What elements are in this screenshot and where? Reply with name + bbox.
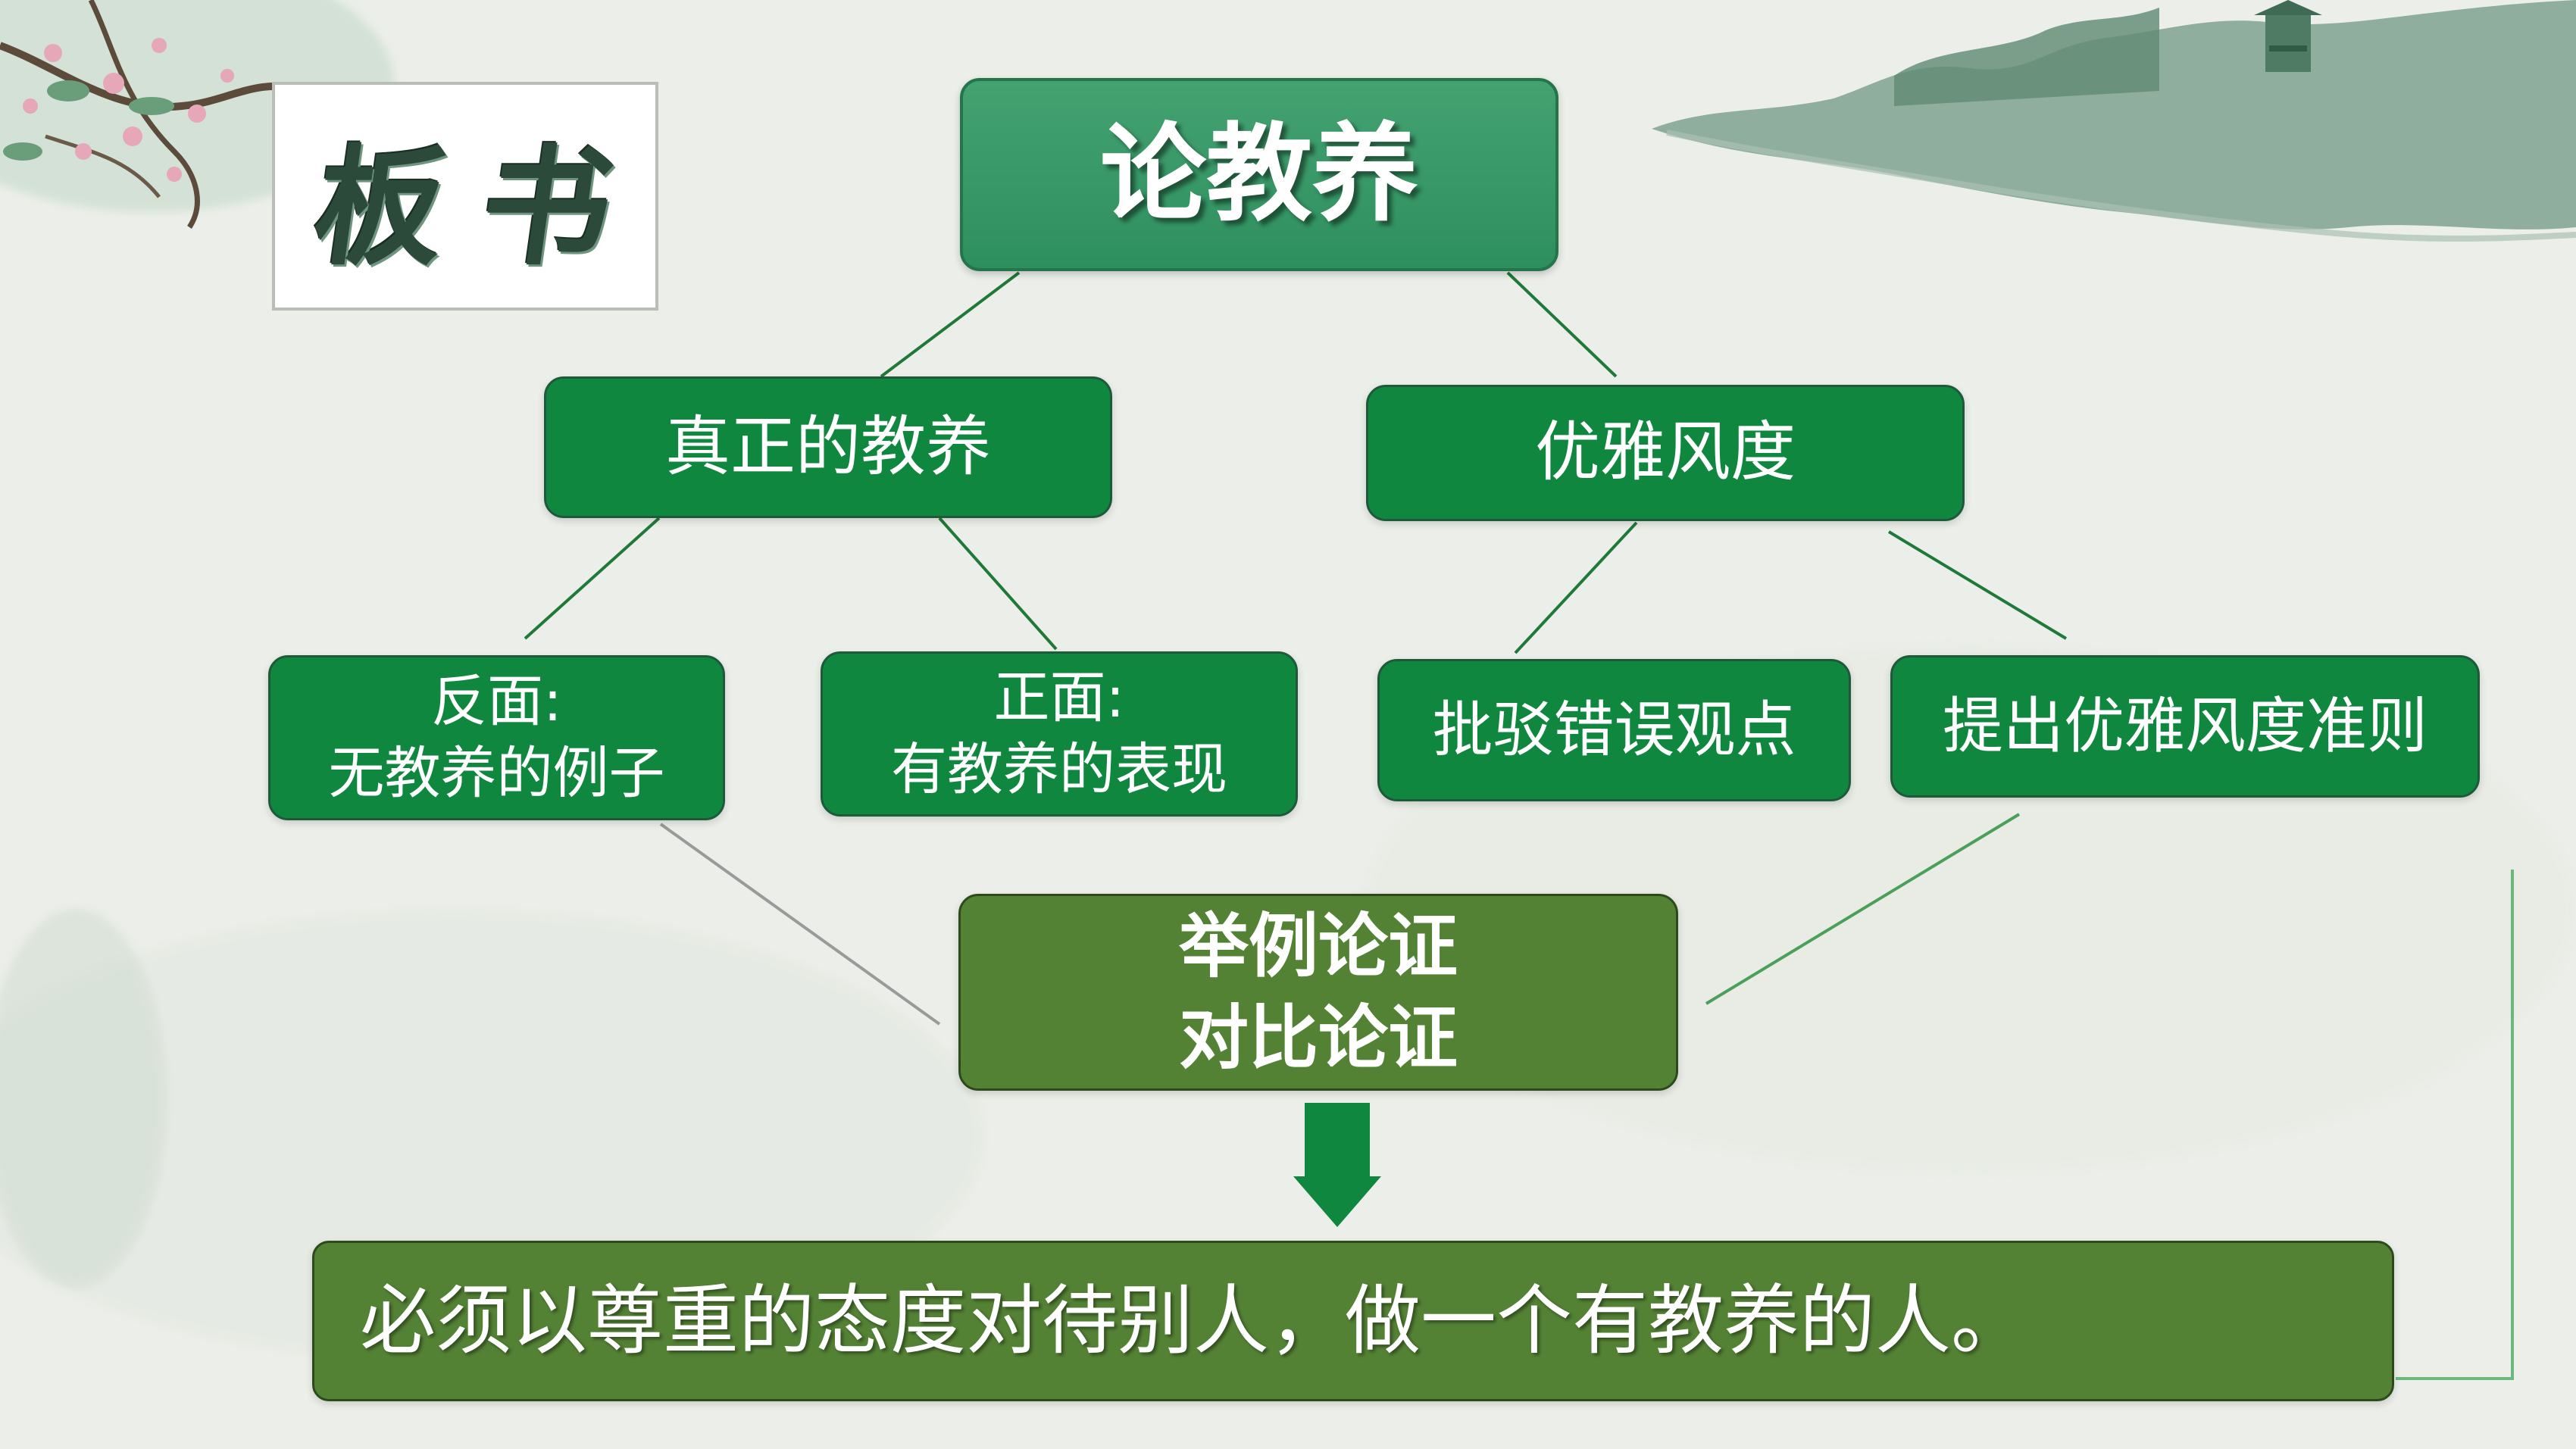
connector-real-pos	[938, 517, 1058, 651]
arrow-down-icon	[1293, 1103, 1381, 1227]
board-notes-stamp: 板书	[272, 82, 660, 311]
node-elegant-manner: 优雅风度	[1366, 385, 1965, 521]
node-refute-wrong-views: 批驳错误观点	[1377, 659, 1851, 801]
stamp-label: 板书	[305, 132, 660, 283]
connector-title-real	[880, 271, 1021, 378]
node-refute-label: 批驳错误观点	[1432, 695, 1796, 765]
connector-neg-method	[659, 823, 941, 1026]
node-negative-line1: 反面:	[431, 669, 562, 735]
node-conclusion: 必须以尊重的态度对待别人，做一个有教养的人。	[312, 1241, 2394, 1401]
connector-rule-method	[1705, 813, 2021, 1005]
node-real-education: 真正的教养	[544, 376, 1112, 518]
connector-elegant-refute	[1514, 521, 1638, 654]
conclusion-text: 必须以尊重的态度对待别人，做一个有教养的人。	[360, 1276, 2027, 1365]
connector-title-elegant	[1506, 271, 1618, 378]
connector-real-neg	[524, 517, 661, 640]
node-negative-examples: 反面: 无教养的例子	[268, 655, 725, 820]
method-line2: 对比论证	[1178, 998, 1458, 1079]
title-node: 论教养	[960, 78, 1558, 271]
node-positive-examples: 正面: 有教养的表现	[821, 651, 1298, 817]
node-argument-methods: 举例论证 对比论证	[958, 894, 1678, 1091]
node-negative-line2: 无教养的例子	[328, 741, 665, 806]
node-positive-line2: 有教养的表现	[891, 737, 1227, 802]
connector-right-bracket	[2396, 870, 2514, 1380]
connector-elegant-rule	[1887, 530, 2068, 640]
node-real-education-label: 真正的教养	[665, 408, 991, 485]
node-positive-line1: 正面:	[993, 665, 1125, 731]
node-elegant-manner-label: 优雅风度	[1535, 414, 1796, 491]
node-propose-rules: 提出优雅风度准则	[1890, 655, 2480, 798]
ink-landscape-icon	[1652, 0, 2576, 242]
method-line1: 举例论证	[1178, 905, 1458, 987]
title-text: 论教养	[1099, 112, 1418, 236]
node-propose-rules-label: 提出优雅风度准则	[1943, 691, 2428, 761]
